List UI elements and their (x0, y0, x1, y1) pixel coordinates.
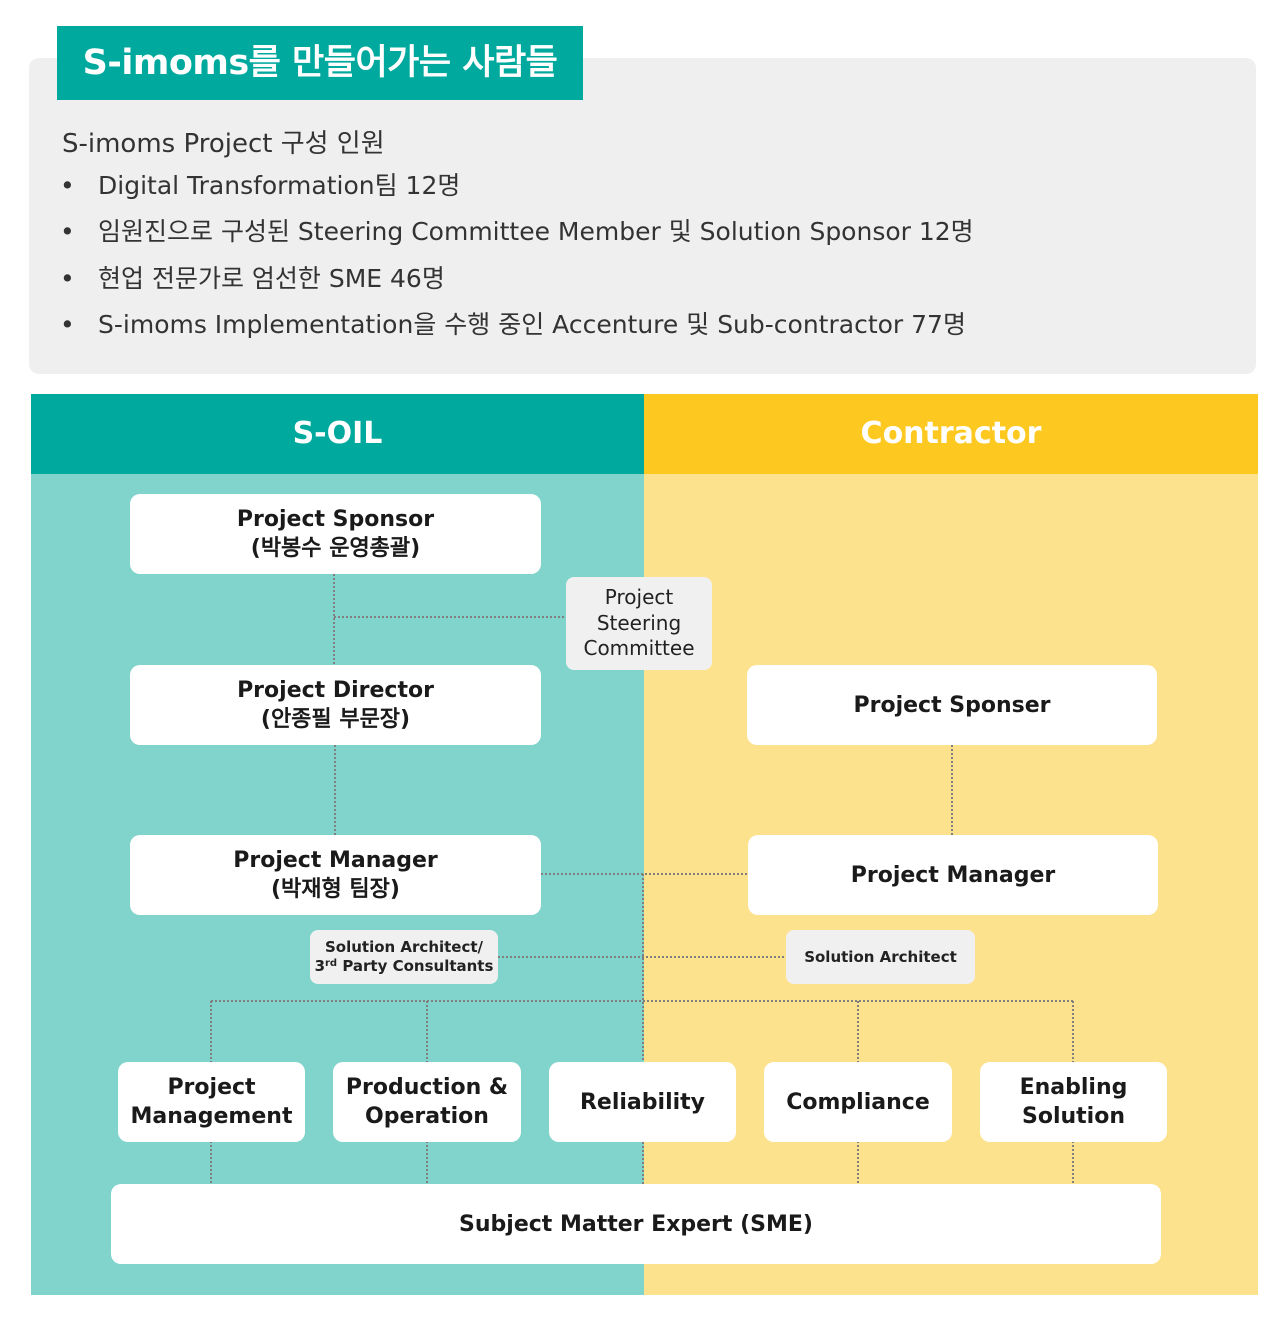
architect-label: Solution Architect (804, 947, 957, 966)
steering-line1: Project (604, 585, 674, 610)
team-production-operation-box: Production & Operation (333, 1062, 521, 1142)
list-item-text: S-imoms Implementation을 수행 중인 Accenture … (98, 309, 966, 339)
team-enabling-solution-box: Enabling Solution (980, 1062, 1167, 1142)
page-title: S-imoms를 만들어가는 사람들 (57, 26, 583, 100)
architect-label-rest: Party Consultants (337, 957, 494, 975)
role-label: Project Sponser (853, 692, 1051, 718)
person-label: (박봉수 운영총괄) (250, 536, 421, 561)
sme-box: Subject Matter Expert (SME) (111, 1184, 1161, 1264)
team-reliability-box: Reliability (549, 1062, 736, 1142)
person-label: (안종필 부문장) (260, 707, 411, 732)
team-project-management-box: Project Management (118, 1062, 305, 1142)
role-label: Project Sponsor (236, 507, 435, 532)
steering-line3: Committee (583, 636, 695, 661)
architect-label-line1: Solution Architect/ (324, 938, 484, 956)
bullet-icon: • (60, 309, 75, 339)
soil-solution-architect-box: Solution Architect/ 3rd Party Consultant… (310, 930, 498, 984)
info-panel (29, 58, 1256, 374)
bullet-icon: • (60, 263, 75, 293)
soil-project-sponsor-box: Project Sponsor (박봉수 운영총괄) (130, 494, 541, 574)
role-label: Project Director (237, 678, 434, 703)
contractor-solution-architect-box: Solution Architect (786, 930, 975, 984)
role-label: Project Manager (850, 862, 1056, 888)
team-label-line2: Operation (365, 1104, 489, 1129)
soil-project-manager-box: Project Manager (박재형 팀장) (130, 835, 541, 915)
list-item: • 임원진으로 구성된 Steering Committee Member 및 S… (60, 214, 974, 260)
ordinal-number: 3 (314, 957, 325, 975)
list-item-text: 현업 전문가로 엄선한 SME 46명 (98, 263, 445, 293)
soil-project-director-box: Project Director (안종필 부문장) (130, 665, 541, 745)
list-item-text: 임원진으로 구성된 Steering Committee Member 및 So… (98, 217, 974, 247)
steering-committee-box: Project Steering Committee (566, 577, 712, 670)
architect-label-line2: 3rd Party Consultants (315, 957, 494, 976)
member-list: • Digital Transformation팀 12명 • 임원진으로 구성된 … (60, 168, 974, 353)
role-label: Project Manager (233, 848, 438, 873)
steering-line2: Steering (596, 610, 682, 635)
contractor-project-sponsor-box: Project Sponser (747, 665, 1157, 745)
person-label: (박재형 팀장) (271, 877, 400, 902)
sme-label: Subject Matter Expert (SME) (459, 1211, 813, 1237)
bullet-icon: • (60, 171, 75, 200)
contractor-column-header: Contractor (644, 394, 1258, 474)
list-item: • S-imoms Implementation을 수행 중인 Accenture… (60, 307, 974, 353)
bullet-icon: • (60, 217, 75, 247)
soil-column-header: S-OIL (31, 394, 644, 474)
team-compliance-box: Compliance (764, 1062, 952, 1142)
list-item: • Digital Transformation팀 12명 (60, 168, 974, 214)
team-label-line1: Enabling (1019, 1075, 1128, 1100)
team-label-line1: Compliance (786, 1089, 930, 1115)
team-label-line1: Reliability (579, 1089, 706, 1115)
contractor-project-manager-box: Project Manager (748, 835, 1158, 915)
team-label-line2: Management (130, 1104, 293, 1129)
team-label-line1: Production & (345, 1075, 509, 1100)
team-label-line2: Solution (1022, 1104, 1125, 1129)
ordinal-suffix: rd (325, 958, 338, 969)
list-item-text: Digital Transformation팀 12명 (98, 171, 461, 200)
list-item: • 현업 전문가로 엄선한 SME 46명 (60, 261, 974, 307)
team-label-line1: Project (167, 1075, 256, 1100)
info-heading: S-imoms Project 구성 인원 (62, 129, 385, 159)
